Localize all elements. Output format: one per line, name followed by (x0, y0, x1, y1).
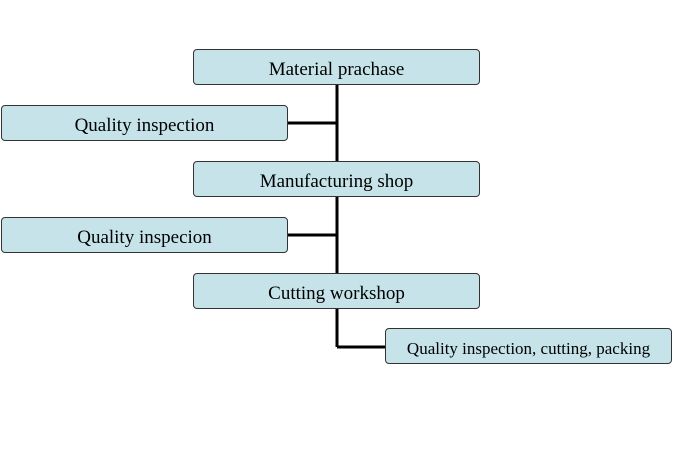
node-label: Quality inspection (74, 115, 215, 136)
node-label: Quality inspection, cutting, packing (406, 339, 651, 358)
node-quality-inspection-1: Quality inspection (1, 105, 288, 141)
node-label: Material prachase (268, 59, 405, 80)
node-final-step: Quality inspection, cutting, packing (385, 328, 672, 364)
node-label: Cutting workshop (268, 283, 405, 304)
node-quality-inspection-2: Quality inspecion (1, 217, 288, 253)
node-cutting-workshop: Cutting workshop (193, 273, 480, 309)
node-material-purchase: Material prachase (193, 49, 480, 85)
node-label: Quality inspecion (77, 227, 212, 248)
node-manufacturing-shop: Manufacturing shop (193, 161, 480, 197)
node-label: Manufacturing shop (259, 171, 414, 192)
